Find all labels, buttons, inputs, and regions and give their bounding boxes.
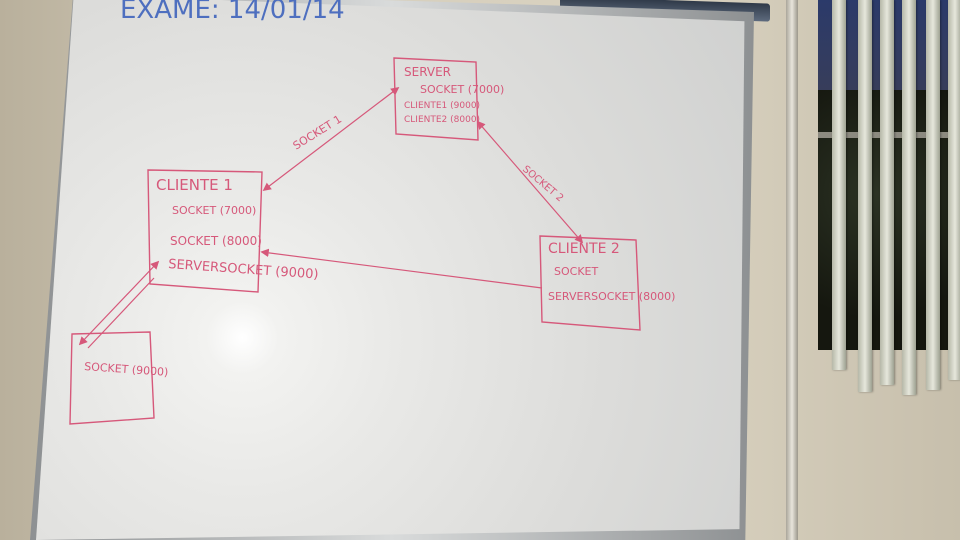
- client1-serversocket-line: SERVERSOCKET (9000): [168, 257, 319, 282]
- arrow-server-client2: [476, 120, 584, 244]
- date-label: EXAME: 14/01/14: [120, 0, 345, 25]
- arrow-socketbox-client1-b: [87, 277, 155, 349]
- arrow-label-socket1: SOCKET 1: [291, 113, 344, 153]
- client2-title: CLIENTE 2: [548, 241, 620, 257]
- arrow-socketbox-client1-a: [78, 260, 160, 346]
- window-blind-slat: [880, 0, 894, 385]
- window-blind-slat: [948, 0, 960, 380]
- socket-box: [69, 331, 155, 425]
- client1-title: CLIENTE 1: [156, 176, 233, 194]
- server-cliente1-line: CLIENTE1 (9000): [404, 101, 480, 111]
- window-blind-slat: [858, 0, 872, 392]
- server-title: SERVER: [404, 65, 451, 79]
- server-cliente2-line: CLIENTE2 (8000): [404, 115, 480, 125]
- client1-box: [147, 169, 263, 293]
- client2-box: [539, 235, 641, 331]
- arrow-client1-server: [262, 86, 400, 192]
- server-socket-line: SOCKET (7000): [420, 83, 504, 96]
- arrow-client2-client1: [260, 248, 543, 289]
- window-blind-slat: [902, 0, 916, 395]
- client1-socket8000-line: SOCKET (8000): [170, 234, 262, 248]
- client2-socket-line: SOCKET: [554, 265, 598, 278]
- arrow-label-socket2: SOCKET 2: [520, 164, 565, 204]
- window-blind-slat: [832, 0, 846, 370]
- socket-box-label: SOCKET (9000): [84, 360, 169, 379]
- wall-pipe: [786, 0, 798, 540]
- client1-socket7000-line: SOCKET (7000): [172, 204, 256, 217]
- window-blind-slat: [926, 0, 940, 390]
- client2-serversocket-line: SERVERSOCKET (8000): [548, 290, 675, 303]
